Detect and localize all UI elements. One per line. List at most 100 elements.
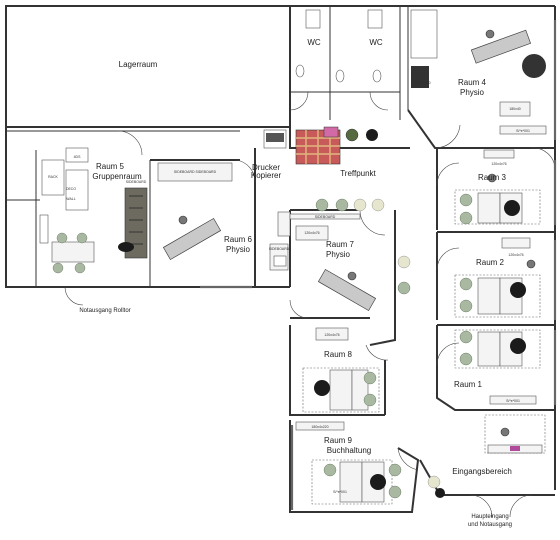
r5-sideboard-detail [129,195,143,245]
r9-chair-2 [388,463,402,477]
labels: Lagerraum WC WC Raum 4 Physio Raum 5 Gru… [48,38,530,528]
label-drucker: Drucker [252,163,280,172]
label-r6-sideboard: SIDEBOARD SIDEBOARD [174,170,217,174]
raum9-furniture [295,421,402,505]
doors [64,91,556,518]
door-main-left [469,494,493,518]
door-r4 [434,124,461,149]
label-r5-shelf1: DECO [66,187,76,191]
door-wc1 [289,91,309,111]
r6-lamp [178,215,188,225]
r7-chair-6 [397,281,411,295]
door-r3 [436,162,460,186]
r9-desk-area [311,459,393,505]
r5-sideboard [124,187,148,259]
r2-desk-area [454,274,541,318]
r5-shelf-right [65,169,89,211]
r8-shelf [315,327,349,341]
label-r7-small: SIDEBOARD [269,247,290,251]
raum4-furniture [470,29,547,135]
r5-shelf-top [65,147,89,163]
raum8-furniture [302,327,380,413]
r7-chair-4 [371,198,385,212]
label-kopierer: Kopierer [251,171,282,180]
r5-table [51,241,95,263]
rug-pattern [296,130,340,164]
r5-chair-3 [52,262,64,274]
r8-walls [289,325,385,416]
label-lagerraum: Lagerraum [119,60,158,69]
sink-2 [335,69,345,83]
label-r5-shelf2: WALL [66,197,75,201]
raum6-furniture [157,162,233,261]
r4-cabinet [410,9,438,59]
r8-desk-1 [329,369,353,411]
door-r1 [436,342,460,366]
r8-chair-1 [363,371,377,385]
label-r7-strip: SIDEBOARD [315,215,336,219]
label-wc-2: WC [369,38,383,47]
r8-chair-2 [363,393,377,407]
label-eingangsbereich: Eingangsbereich [452,467,512,476]
label-raum7: Raum 7 [326,240,355,249]
label-r9-desk: 180x4x220 [311,425,328,429]
r3-office-chair [504,200,520,216]
r9-shelf [295,421,345,431]
r1-desk-area [454,329,541,369]
r7-cabinet [277,211,291,237]
r6-sideboard [157,162,233,182]
r3-chair-1 [459,193,473,207]
label-haupteingang-sub: und Notausgang [468,522,512,528]
r8-office-chair [314,380,330,396]
r5-ball [118,242,134,252]
r9-chair-3 [388,485,402,499]
r9-desk-1 [339,461,363,503]
r1-chair-2 [459,352,473,366]
r6-treatment-bed [162,217,222,261]
sink-1 [295,64,305,78]
label-raum5: Raum 5 [96,162,125,171]
r7-chair-1 [315,198,329,212]
door-r7 [359,209,386,236]
windows [200,20,557,510]
r7-right-wall [369,210,396,346]
door-notausgang [64,286,84,306]
raum7-furniture [269,198,411,312]
r5-chair-2 [76,232,88,244]
door-r3b [529,147,556,171]
label-raum9-sub: Buchhaltung [327,446,371,455]
label-r9-table: S/*e*001 [333,490,347,494]
r3-shelf-2 [501,237,531,249]
label-raum7-sub: Physio [326,250,351,259]
r5-shelf-left [41,159,65,196]
r3-desk-1 [477,192,501,224]
stool [366,129,378,141]
sink-3 [372,69,382,83]
r2-chair-1 [459,277,473,291]
left-block-walls [5,127,290,288]
r4-plant [522,54,546,78]
r5-chair-4 [74,262,86,274]
label-r4-cab: 180x40 [509,107,521,111]
door-r6 [235,159,256,183]
r4-side-desk [499,101,531,117]
r9-chair-1 [323,463,337,477]
label-raum4-sub: Physio [460,88,485,97]
label-raum6-sub: Physio [226,245,251,254]
r4-lamp [485,29,495,39]
r7-strip [289,213,361,220]
entry-item [510,446,520,451]
r2-office-chair [510,282,526,298]
label-r7-desk: 120x4x76 [304,231,319,235]
label-raum9: Raum 9 [324,436,353,445]
treffpunkt-table [323,126,339,138]
r1-office-chair [510,338,526,354]
r9-office-chair [370,474,386,490]
label-r5-sideboard: SIDEBOARD [126,180,147,184]
r5-cabinet [39,214,49,244]
label-treffpunkt: Treffpunkt [340,169,376,178]
toilet-2 [367,9,383,29]
r7-desk [295,225,329,241]
wc-fixtures [295,9,438,88]
r3-lamp [487,173,497,183]
